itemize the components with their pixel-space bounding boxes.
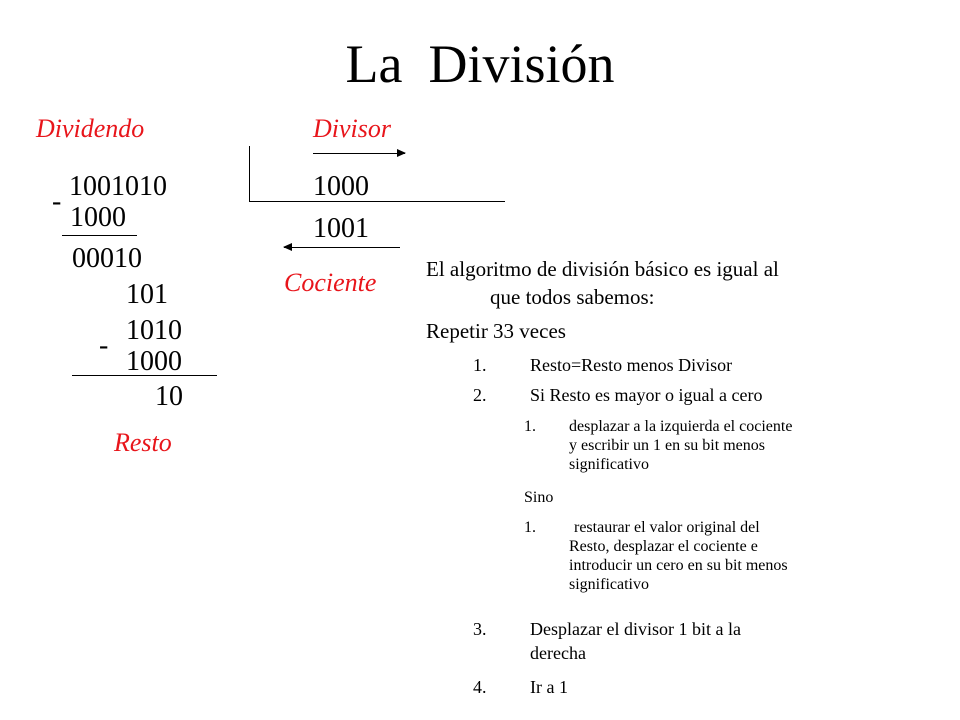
difference-1: 00010 <box>72 243 142 274</box>
title-word-1: La <box>345 34 403 94</box>
substep-2-line-1: restaurar el valor original del <box>574 519 760 536</box>
minus-sign-2: - <box>99 330 109 361</box>
step-1-text: Resto=Resto menos Divisor <box>530 355 733 375</box>
substep-1-line-3: significativo <box>569 456 649 473</box>
step-1-number: 1. <box>473 355 487 375</box>
dividend-label: Dividendo <box>36 114 145 143</box>
step-3-line-2: derecha <box>530 643 586 663</box>
title-word-2: División <box>428 34 615 94</box>
bring-down-value: 101 <box>126 279 168 310</box>
remainder-label: Resto <box>114 428 172 457</box>
divisor-value: 1000 <box>313 171 369 202</box>
substep-1-line-2: y escribir un 1 en su bit menos <box>569 437 765 454</box>
subtrahend-1: 1000 <box>70 202 126 233</box>
quotient-value: 1001 <box>313 213 369 244</box>
step-2-text: Si Resto es mayor o igual a cero <box>530 385 763 405</box>
else-label: Sino <box>524 489 554 506</box>
step-4-number: 4. <box>473 677 487 697</box>
subtraction-line-1 <box>62 235 137 236</box>
subtraction-line-2 <box>72 375 217 376</box>
step-2-number: 2. <box>473 385 487 405</box>
substep-1-number: 1. <box>524 418 536 435</box>
dividend-value: 1001010 <box>69 171 167 202</box>
quotient-arrow <box>283 243 400 251</box>
remainder-value: 10 <box>155 381 183 412</box>
substep-1-line-1: desplazar a la izquierda el cociente <box>569 418 793 435</box>
page-title: La División <box>0 24 960 104</box>
divisor-arrow <box>313 149 406 157</box>
repeat-line: Repetir 33 veces <box>426 319 566 343</box>
substep-2-line-3: introducir un cero en su bit menos <box>569 557 788 574</box>
quotient-label: Cociente <box>284 268 377 297</box>
subtrahend-2: 1000 <box>126 346 182 377</box>
substep-2-line-2: Resto, desplazar el cociente e <box>569 538 758 555</box>
step-3-line-1: Desplazar el divisor 1 bit a la <box>530 619 741 639</box>
intro-line-1: El algoritmo de división básico es igual… <box>426 257 779 281</box>
divisor-label: Divisor <box>313 114 391 143</box>
intro-line-2: que todos sabemos: <box>490 285 655 309</box>
partial-remainder: 1010 <box>126 315 182 346</box>
division-bracket-vertical <box>249 146 250 202</box>
division-bracket-horizontal <box>249 201 505 202</box>
substep-2-number: 1. <box>524 519 536 536</box>
minus-sign-1: - <box>52 186 62 217</box>
substep-2-line-4: significativo <box>569 576 649 593</box>
step-3-number: 3. <box>473 619 487 639</box>
step-4-text: Ir a 1 <box>530 677 568 697</box>
